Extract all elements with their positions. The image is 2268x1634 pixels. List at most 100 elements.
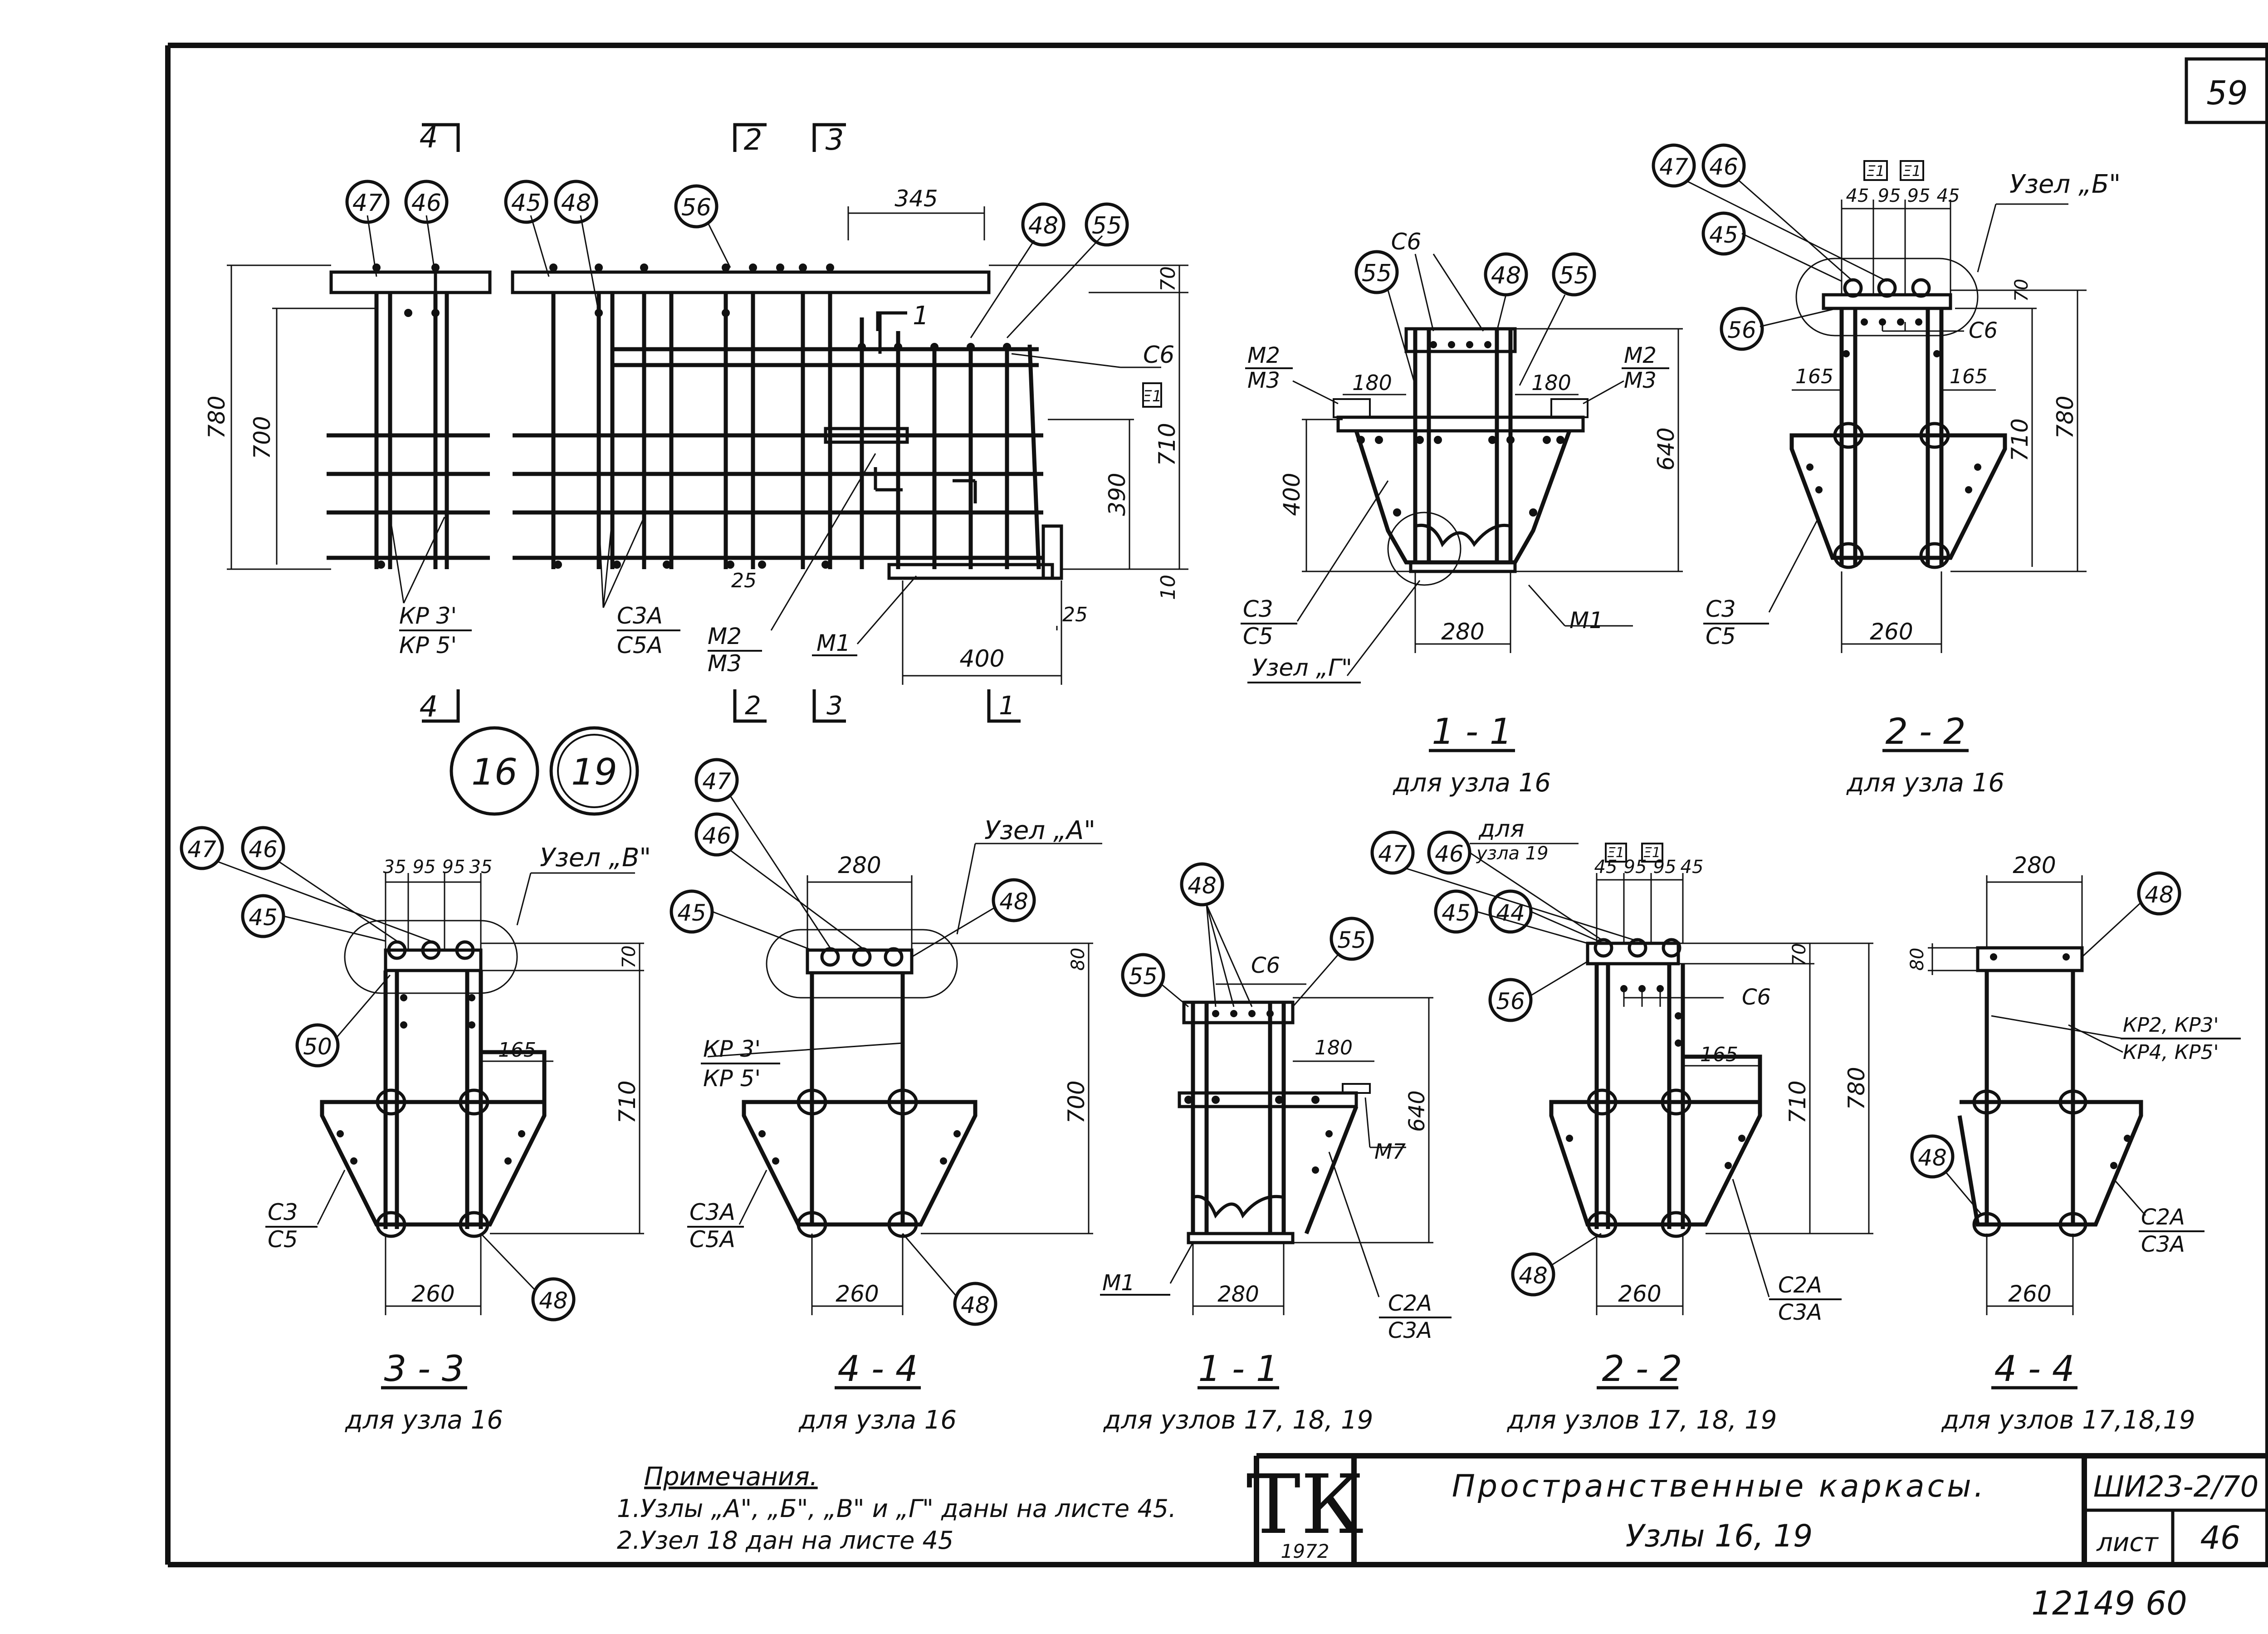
- note-1: 1.Узлы „А", „Б", „В" и „Г" даны на листе…: [617, 1494, 1176, 1523]
- dim-280: 280: [838, 852, 881, 878]
- label-c6: С6: [1969, 318, 1998, 343]
- dim-710: 710: [1154, 423, 1180, 466]
- archive-numbers: 12149 60: [2031, 1584, 2187, 1622]
- marker-56: 56: [1496, 988, 1525, 1015]
- marker-47: 47: [352, 190, 382, 217]
- dim-95b: 95: [1653, 857, 1677, 878]
- section-subtitle: для узла 16: [1393, 768, 1551, 798]
- dim-165a: 165: [1795, 365, 1833, 388]
- title-block: [1254, 1453, 2268, 1565]
- marker-48: 48: [561, 190, 591, 217]
- section-2-2-node16: [1652, 143, 2087, 752]
- marker-45: 45: [511, 190, 541, 217]
- section-subtitle: для узла 16: [345, 1405, 503, 1435]
- marker-bubble: [1085, 202, 1129, 247]
- dim-45b: 45: [1681, 857, 1704, 878]
- marker-46: 46: [249, 836, 278, 863]
- marker-56: 56: [1727, 317, 1756, 343]
- section-title: 2 - 2: [1602, 1349, 1682, 1390]
- marker-44: 44: [1496, 900, 1525, 926]
- flag-mark: Ξ1: [1903, 162, 1921, 180]
- section-title: 2 - 2: [1886, 712, 1966, 752]
- dim-180b: 180: [1531, 371, 1571, 395]
- dim-70: 70: [2011, 279, 2032, 302]
- label-uzla-19: узла 19: [1476, 843, 1549, 864]
- sheet-number: 46: [2200, 1519, 2240, 1556]
- label-c2a: С2А: [2141, 1205, 2185, 1230]
- marker-bubble: [554, 180, 598, 224]
- marker-bubble: [504, 180, 548, 224]
- section-mark-2-bot: 2: [745, 691, 761, 721]
- dim-95a: 95: [1878, 185, 1901, 206]
- marker-55: 55: [1092, 212, 1122, 239]
- marker-46: 46: [411, 190, 441, 217]
- dim-280: 280: [1441, 619, 1484, 645]
- dim-35a: 35: [383, 857, 406, 878]
- label-m3-right: М3: [1624, 368, 1657, 393]
- marker-48: 48: [1519, 1263, 1548, 1289]
- sheet-label: лист: [2096, 1528, 2159, 1557]
- label-m3: М3: [708, 650, 742, 677]
- marker-48b: 48: [1028, 212, 1058, 239]
- section-subtitle: для узла 16: [798, 1405, 957, 1435]
- label-c6: С6: [1143, 341, 1174, 369]
- marker-48b: 48: [961, 1292, 990, 1318]
- sheet-title: Пространственные каркасы.: [1452, 1468, 1987, 1504]
- dim-400: 400: [1279, 473, 1305, 516]
- section-subtitle: для узлов 17, 18, 19: [1507, 1405, 1777, 1435]
- label-uzel-g: Узел „Г": [1252, 654, 1352, 682]
- node-19-label: 19: [571, 751, 617, 793]
- dim-280: 280: [1217, 1282, 1259, 1307]
- elevation-view: [227, 123, 1188, 723]
- label-c3a: С3А: [617, 603, 663, 629]
- dim-640: 640: [1404, 1090, 1430, 1132]
- dim-35b: 35: [469, 857, 493, 878]
- section-subtitle: для узлов 17, 18, 19: [1103, 1405, 1374, 1435]
- dim-700: 700: [1063, 1080, 1090, 1123]
- marker-55: 55: [1129, 963, 1158, 990]
- label-c3a: С3А: [689, 1199, 735, 1225]
- sheet-frame: [165, 43, 2268, 1567]
- marker-48: 48: [999, 888, 1028, 915]
- dim-710: 710: [614, 1080, 640, 1123]
- label-kr5: КР 5': [703, 1065, 761, 1092]
- label-kr2-kr3: КР2, КР3': [2123, 1014, 2219, 1037]
- marker-45: 45: [249, 904, 278, 931]
- dim-180: 180: [1315, 1036, 1353, 1059]
- sheet-code: ШИ23-2/70: [2093, 1470, 2259, 1504]
- label-c5a: С5А: [617, 632, 663, 658]
- dim-80: 80: [1068, 948, 1089, 971]
- label-m2-right: М2: [1624, 343, 1657, 368]
- section-3-3-node16: [180, 826, 644, 1390]
- node-circle-19: [549, 726, 639, 816]
- label-c5a: С5А: [689, 1226, 735, 1253]
- dim-165b: 165: [1950, 365, 1988, 388]
- marker-bubble: [674, 184, 719, 229]
- marker-56: 56: [681, 194, 711, 221]
- flag-mark: Ξ1: [1867, 162, 1885, 180]
- label-dlya: для: [1478, 815, 1524, 843]
- marker-bubble: [1021, 202, 1066, 247]
- section-mark-1-bot: 1: [999, 691, 1015, 721]
- section-subtitle: для узла 16: [1846, 768, 2004, 798]
- marker-46: 46: [702, 823, 731, 849]
- section-title: 4 - 4: [838, 1349, 918, 1390]
- label-kr3: КР 3': [703, 1036, 761, 1062]
- section-title: 1 - 1: [1198, 1349, 1279, 1390]
- label-m1: М1: [816, 630, 850, 656]
- marker-45: 45: [1709, 222, 1738, 248]
- marker-bubble: [404, 180, 449, 224]
- marker-48b: 48: [1918, 1145, 1947, 1171]
- dim-260: 260: [836, 1281, 879, 1307]
- marker-46: 46: [1435, 841, 1464, 867]
- marker-45: 45: [677, 900, 706, 926]
- dim-710: 710: [1784, 1080, 1811, 1123]
- section-title: 3 - 3: [384, 1349, 464, 1390]
- dim-45a: 45: [1594, 857, 1618, 878]
- label-c6: С6: [1742, 985, 1771, 1010]
- sheet-top-number: 59: [2206, 74, 2248, 112]
- label-m3-left: М3: [1247, 368, 1280, 393]
- dim-640: 640: [1653, 427, 1679, 470]
- section-mark-2-top: 2: [744, 123, 763, 157]
